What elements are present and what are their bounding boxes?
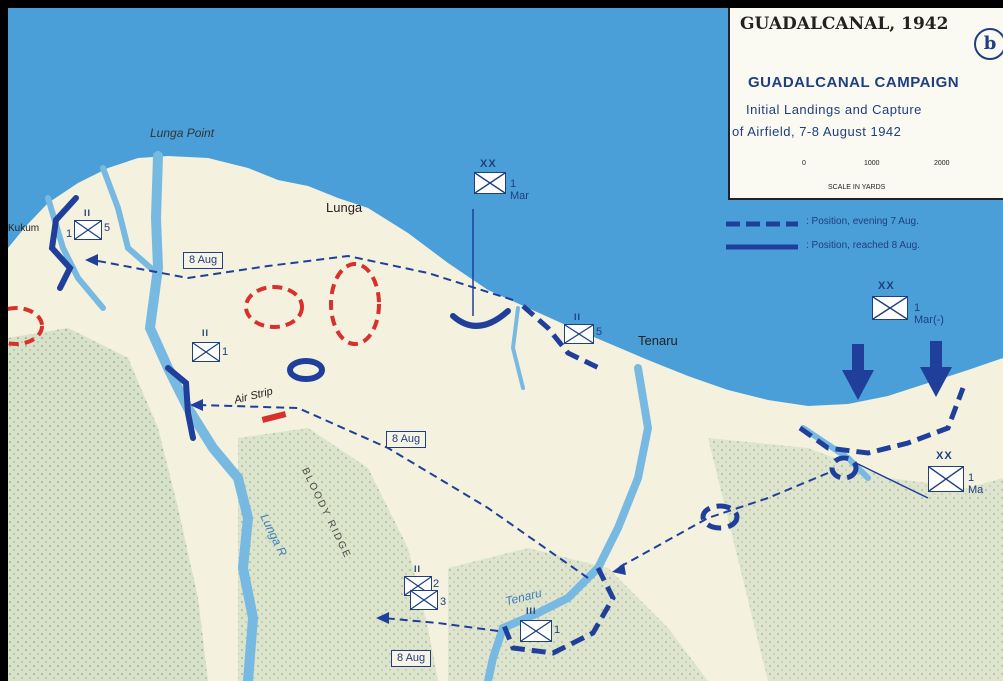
tenaru-river bbox=[484, 364, 653, 681]
arrowhead-tenaru bbox=[612, 563, 626, 575]
arrowhead-airfield bbox=[190, 399, 203, 411]
jp-position-east bbox=[329, 262, 381, 346]
subtitle-line-1: Initial Landings and Capture bbox=[746, 102, 922, 117]
unit-number-right: 1 bbox=[222, 346, 229, 358]
unit-number-left: 1 bbox=[66, 228, 73, 240]
scale-label: SCALE IN YARDS bbox=[828, 184, 886, 191]
rivers bbox=[45, 151, 871, 681]
scale-tick-1000: 1000 bbox=[864, 160, 880, 167]
unit-echelon: II bbox=[202, 328, 210, 338]
unit-echelon: III bbox=[526, 606, 537, 616]
map-badge: b bbox=[974, 28, 1003, 60]
us-airfield-west-line bbox=[165, 365, 196, 441]
route-south bbox=[382, 617, 499, 632]
jp-position-center bbox=[244, 285, 304, 329]
landing-arrows bbox=[842, 341, 952, 400]
unit-number-second: 3 bbox=[440, 596, 447, 608]
us-tenaru-line bbox=[521, 304, 605, 373]
arrowheads bbox=[85, 254, 626, 624]
label-tenaru-town: Tenaru bbox=[638, 333, 678, 348]
landing-arrow-1 bbox=[842, 344, 874, 400]
advance-routes bbox=[92, 254, 829, 632]
unit-name: 1 Mar(-) bbox=[914, 302, 944, 326]
unit-echelon: II bbox=[84, 208, 92, 218]
us-kukum-line bbox=[48, 195, 79, 291]
staff-1mar-right bbox=[855, 462, 929, 499]
label-lunga-point: Lunga Point bbox=[150, 126, 215, 140]
unit-number-right: 5 bbox=[104, 222, 111, 234]
landing-arrow-2 bbox=[920, 341, 952, 397]
infantry-symbol-icon bbox=[520, 620, 552, 642]
title-panel: GUADALCANAL, 1942 b GUADALCANAL CAMPAIGN… bbox=[728, 8, 1003, 200]
jp-air-strip-mark bbox=[261, 411, 287, 423]
route-tenaru bbox=[617, 472, 829, 569]
legend-evening-7-aug: : Position, evening 7 Aug. bbox=[806, 216, 919, 227]
unit-echelon: XX bbox=[480, 158, 497, 170]
route-airfield bbox=[197, 404, 589, 579]
date-label-coast: 8 Aug bbox=[183, 252, 224, 269]
unit-echelon: XX bbox=[936, 450, 953, 462]
infantry-symbol-icon bbox=[564, 324, 594, 344]
date-label-south: 8 Aug bbox=[391, 650, 432, 667]
route-coast-west bbox=[92, 254, 514, 301]
infantry-symbol-icon bbox=[192, 342, 220, 362]
division-symbol-icon bbox=[872, 296, 908, 320]
map-heading: GUADALCANAL, 1942 bbox=[740, 14, 949, 34]
us-positions-8-aug bbox=[48, 195, 511, 441]
infantry-symbol-icon bbox=[74, 220, 102, 240]
unit-number-right: 2 bbox=[433, 578, 440, 590]
legend-lines bbox=[726, 221, 798, 250]
staff-lines bbox=[472, 209, 929, 499]
unit-echelon: II bbox=[414, 564, 422, 574]
us-tenaru-south bbox=[500, 566, 616, 656]
unit-number-right: 5 bbox=[596, 326, 603, 338]
infantry-symbol-icon bbox=[410, 590, 438, 610]
us-inland-position bbox=[700, 503, 740, 531]
label-lunga: Lunga bbox=[326, 200, 363, 215]
arrowhead-kukum bbox=[85, 254, 98, 266]
arrowhead-south bbox=[376, 612, 389, 624]
jp-position-west bbox=[8, 306, 44, 346]
division-symbol-icon bbox=[928, 466, 964, 492]
us-lunga-arc bbox=[450, 308, 511, 329]
unit-name: 1 Ma bbox=[968, 472, 984, 496]
unit-number-right: 1 bbox=[554, 624, 561, 636]
lunga-mouth bbox=[100, 165, 156, 273]
scale-tick-2000: 2000 bbox=[934, 160, 950, 167]
us-airfield-position bbox=[287, 358, 325, 382]
us-east-beach bbox=[798, 387, 966, 456]
unit-name: 1 Mar bbox=[510, 178, 529, 202]
campaign-title: GUADALCANAL CAMPAIGN bbox=[748, 74, 960, 91]
unit-echelon: II bbox=[574, 312, 582, 322]
us-positions-7-aug bbox=[500, 304, 966, 656]
subtitle-line-2: of Airfield, 7-8 August 1942 bbox=[732, 124, 902, 139]
division-symbol-icon bbox=[474, 172, 506, 194]
lunga-river bbox=[144, 151, 259, 681]
legend-reached-8-aug: : Position, reached 8 Aug. bbox=[806, 240, 920, 251]
scale-tick-0: 0 bbox=[802, 160, 806, 167]
unit-echelon: XX bbox=[878, 280, 895, 292]
date-label-airfield: 8 Aug bbox=[386, 431, 427, 448]
japanese-positions bbox=[8, 262, 381, 346]
label-kukum: Kukum bbox=[8, 223, 40, 234]
campaign-map: Lunga Point Lunga Kukum Tenaru Tenaru Lu… bbox=[8, 8, 1003, 681]
airfield-stream bbox=[510, 306, 525, 390]
us-south-position bbox=[829, 455, 859, 481]
jungle-east bbox=[708, 438, 1003, 681]
jungle-west bbox=[8, 328, 208, 681]
